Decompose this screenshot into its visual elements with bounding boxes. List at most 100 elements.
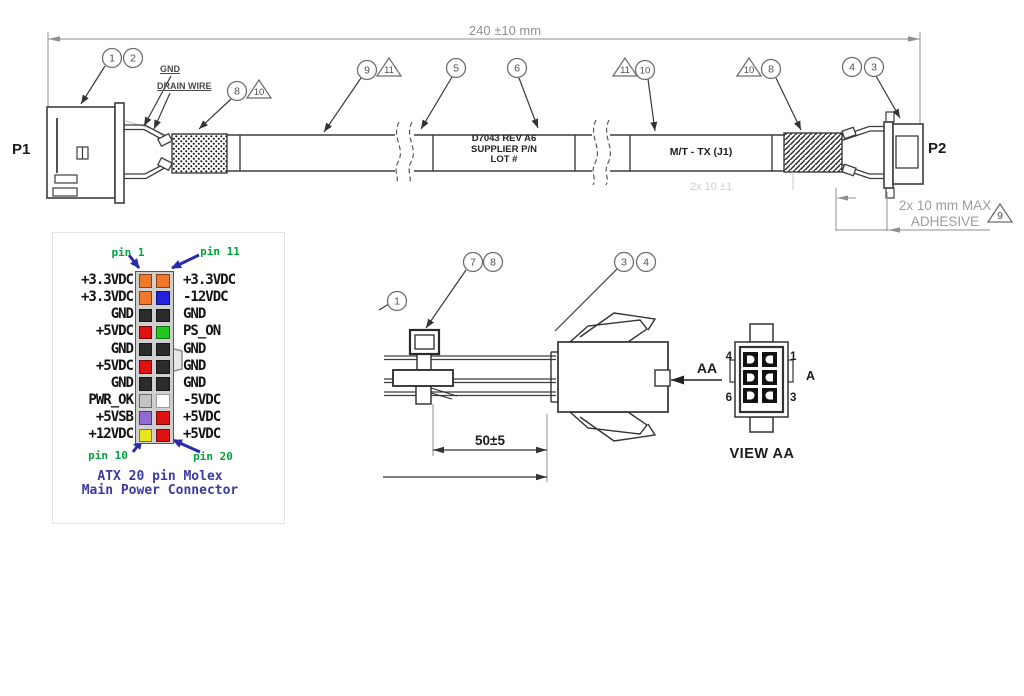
ghost-dimension-text: 2x 10 ±1 [690, 181, 733, 193]
atx-connector-body [135, 271, 174, 444]
adhesive-baseline-arrow [888, 227, 900, 233]
atx-latch [173, 348, 183, 372]
atx-caption-line2: Main Power Connector [81, 483, 239, 498]
callout-triangle: 10 [735, 56, 763, 77]
callout-number: 9 [364, 65, 370, 77]
view-aa-face [729, 323, 794, 433]
callout-number: 9 [997, 210, 1003, 222]
cable-print-line1: D7043 REV A6 [471, 133, 537, 144]
balloon-circle [760, 58, 782, 80]
callout-number: 4 [643, 257, 649, 269]
callout-number: 10 [744, 65, 755, 76]
balloon-circle [122, 47, 144, 69]
callout-number: 8 [490, 257, 496, 269]
callout-number: 8 [768, 64, 774, 76]
callout-number: 4 [849, 62, 855, 74]
balloon-circle [445, 57, 467, 79]
callout-circle: 9 [356, 59, 378, 81]
callout-number: 6 [514, 63, 520, 75]
callout-triangle: 9 [986, 202, 1014, 223]
callout-number: 7 [470, 257, 476, 269]
cable-print-line2: SUPPLIER P/N [471, 143, 537, 155]
callout-circle: 1 [101, 47, 123, 69]
view-pin1-label: 1 [790, 351, 797, 363]
flag-triangle [245, 78, 273, 99]
flag-triangle [735, 56, 763, 77]
cable-print-label: D7043 REV A6 SUPPLIER P/N LOT # [433, 133, 575, 166]
callout-circle: 10 [634, 59, 656, 81]
callout-number: 11 [620, 65, 630, 76]
cable-break-marks [395, 119, 612, 186]
atx-caption-line1: ATX 20 pin Molex [97, 469, 223, 484]
dim50-arrow-right [536, 446, 547, 454]
callout-triangle: 10 [245, 78, 273, 99]
view-arrow-label: AA [696, 360, 718, 376]
gnd-callout-label: GND [160, 64, 180, 74]
cable-tube [227, 134, 784, 172]
adhesive-dim-arrow [837, 195, 848, 201]
dim-arrow-right [908, 36, 920, 42]
atx-pin11-label: pin 11 [200, 245, 240, 258]
callout-number: 1 [394, 296, 400, 308]
harness-print-label: M/T - TX (J1) [669, 146, 733, 158]
balloon-circle [462, 251, 484, 273]
adhesive-note-line2: ADHESIVE [910, 214, 980, 229]
view-aa-caption: VIEW AA [729, 446, 795, 462]
balloon-circle [635, 251, 657, 273]
callout-circle: 8 [760, 58, 782, 80]
balloon-circle [226, 80, 248, 102]
callout-circle: 5 [445, 57, 467, 79]
callout-number: 1 [109, 53, 115, 65]
callout-circle: 8 [482, 251, 504, 273]
callout-circle: 8 [226, 80, 248, 102]
view-aa-arrowhead [671, 375, 684, 385]
p2-wires [841, 125, 886, 180]
callout-circle: 3 [863, 56, 885, 78]
balloon-circle [356, 59, 378, 81]
view-aa-pins [743, 352, 777, 403]
overall-dimension-text: 240 ±10 mm [468, 23, 542, 38]
callout-number: 10 [640, 66, 651, 77]
balloon-circle [101, 47, 123, 69]
callout-triangle: 11 [375, 56, 403, 77]
adhesive-hatch-section [783, 132, 843, 173]
callout-number: 10 [254, 87, 265, 98]
atx-pinout-image [52, 232, 285, 524]
callout-circle: 7 [462, 251, 484, 273]
callout-triangle: 11 [611, 56, 639, 77]
view-pin6-label: 6 [725, 392, 732, 404]
detail-dimension [383, 404, 548, 482]
flag-triangle [986, 202, 1014, 223]
cable-tie [392, 328, 458, 405]
p1-connector [46, 102, 125, 204]
overall-dimension [47, 32, 921, 130]
callout-circle: 2 [122, 47, 144, 69]
balloon-circle [482, 251, 504, 273]
callout-number: 3 [621, 257, 627, 269]
baseline-arrow [536, 473, 547, 481]
callout-circle: 4 [635, 251, 657, 273]
p1-label: P1 [12, 141, 31, 158]
detail-connector [550, 312, 671, 442]
balloon-circle [506, 57, 528, 79]
p2-label: P2 [928, 140, 947, 157]
callout-circle: 4 [841, 56, 863, 78]
drain-wire-callout-label: DRAIN WIRE [157, 81, 212, 91]
balloon-circle [841, 56, 863, 78]
view-pin4-label: 4 [725, 351, 732, 363]
view-row-a-label: A [806, 369, 816, 383]
cable-print-line3: LOT # [490, 154, 518, 165]
atx-pin1-label: pin 1 [111, 246, 145, 259]
leader-lines [80, 65, 901, 332]
callout-number: 2 [130, 53, 136, 65]
callout-number: 11 [384, 65, 394, 76]
callout-number: 5 [453, 63, 459, 75]
braid-section [171, 133, 228, 174]
flag-triangle [375, 56, 403, 77]
atx-pin20-label: pin 20 [193, 450, 233, 463]
callout-circle: 6 [506, 57, 528, 79]
callout-circle: 1 [386, 290, 408, 312]
